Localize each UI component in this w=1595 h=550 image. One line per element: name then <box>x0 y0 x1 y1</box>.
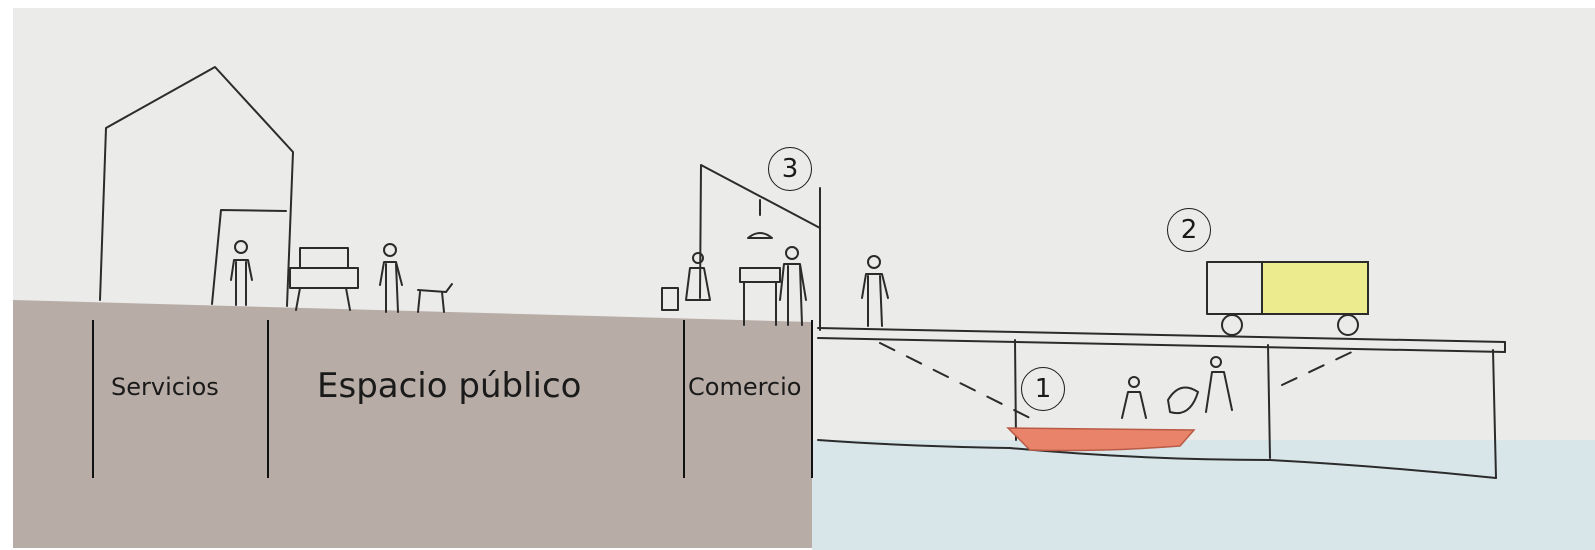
boat <box>1008 428 1194 451</box>
ground-block <box>13 300 812 548</box>
truck-cargo <box>1262 262 1368 314</box>
marker-3: 3 <box>768 147 812 191</box>
marker-1: 1 <box>1021 367 1065 411</box>
label-servicios: Servicios <box>111 375 219 399</box>
marker-2: 2 <box>1167 208 1211 252</box>
water <box>812 440 1595 550</box>
label-espacio-publico: Espacio público <box>317 369 581 403</box>
label-comercio: Comercio <box>688 375 801 399</box>
